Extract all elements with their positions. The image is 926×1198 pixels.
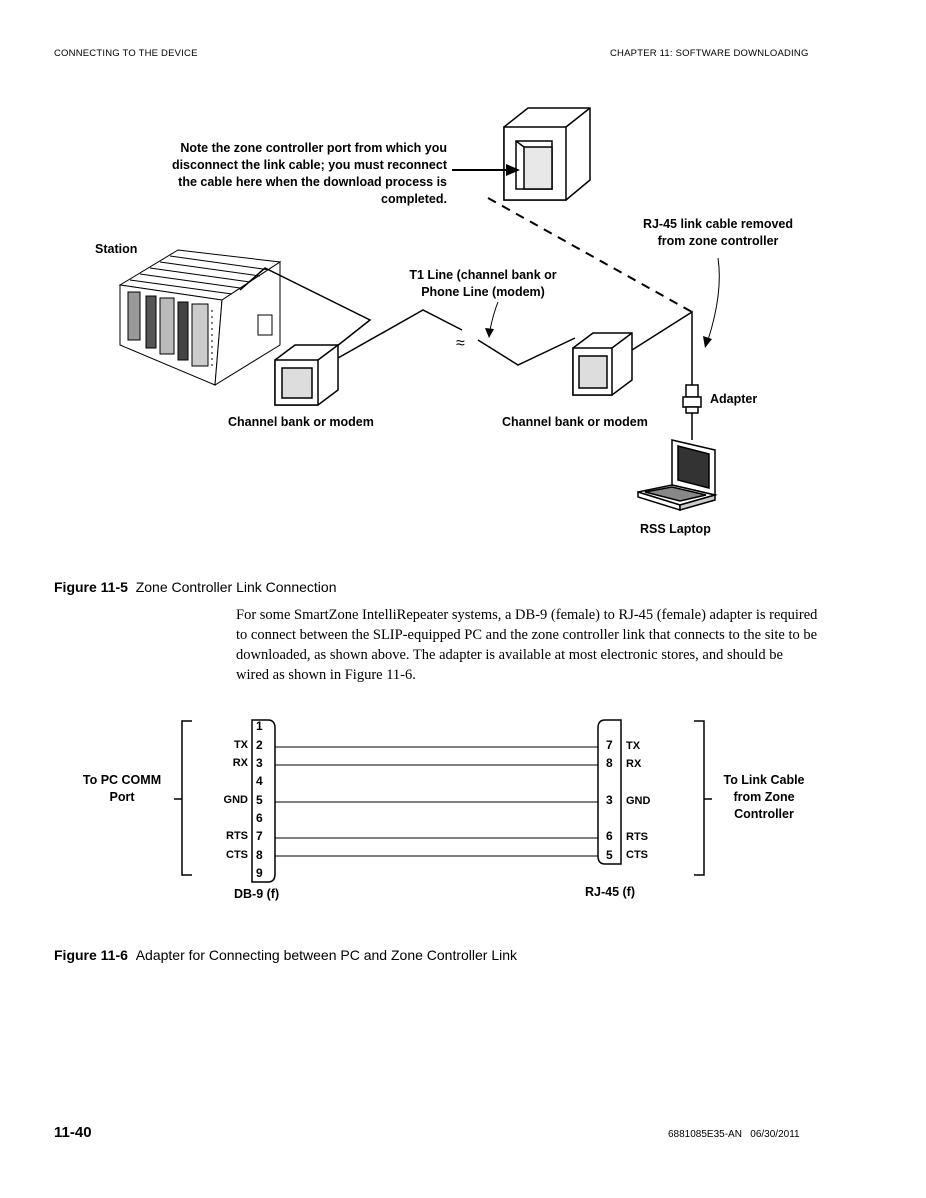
db9-connector [251,719,276,883]
link-cable-label: To Link Cable from Zone Controller [712,772,816,823]
channel-bank-right-label: Channel bank or modem [502,415,648,429]
note-line: the cable here when the download process… [178,175,447,189]
rj45-pin: 5 [606,848,613,862]
body-paragraph: For some SmartZone IntelliRepeater syste… [236,607,818,683]
rj45-signal-cts: CTS [626,849,648,861]
line-break-symbol: ≈ [456,335,465,352]
rj45-pin: 3 [606,793,613,807]
db9-signal-rts: RTS [226,830,248,842]
channel-bank-left-label: Channel bank or modem [228,415,374,429]
document-id: 6881085E35-AN 06/30/2011 [668,1129,800,1140]
rj45-signal-tx: TX [626,740,641,752]
rj45-label-line: RJ-45 link cable removed [642,217,794,231]
caption-text: Zone Controller Link Connection [135,579,337,595]
rj45-pin: 8 [606,756,613,770]
pc-label-line: To PC COMM [82,773,162,787]
note-line: disconnect the link cable; you must reco… [171,158,447,172]
link-label-line: To Link Cable [723,773,805,787]
t1-label-line: Phone Line (modem) [421,285,545,299]
caption-number: Figure 11-5 [54,579,128,595]
t1-label: T1 Line (channel bank or Phone Line (mod… [390,267,576,301]
caption-number: Figure 11-6 [54,947,128,963]
rj45-signal-rts: RTS [626,831,648,843]
link-label-line: from Zone [733,790,795,804]
note-label: Note the zone controller port from which… [120,140,447,208]
db9-pin: 2 [256,738,263,752]
rj45-label: RJ-45 (f) [585,885,636,899]
link-label-line: Controller [734,807,794,821]
station-rack-icon [118,249,282,386]
pc-comm-port-label: To PC COMM Port [70,772,174,806]
db9-pin: 9 [256,866,263,880]
db9-signal-gnd: GND [223,794,248,806]
db9-pin: 4 [256,774,263,788]
t1-line [337,309,463,359]
right-modem-icon [572,332,633,396]
left-bracket [181,720,192,876]
zone-controller-diagram: ≈ [118,107,720,512]
db9-pin: 6 [256,811,263,825]
db9-signal-cts: CTS [226,849,248,861]
db9-pin: 5 [256,793,263,807]
rj45-signal-gnd: GND [626,795,651,807]
station-label: Station [95,242,138,256]
note-line: Note the zone controller port from which… [180,141,447,155]
rss-laptop-label: RSS Laptop [640,522,711,536]
left-modem-icon [274,344,339,406]
rj45-pointer [707,257,720,341]
running-header-left: Connecting to the Device [54,48,198,59]
db9-pin: 7 [256,829,263,843]
page-number: 11-40 [54,1124,92,1141]
figure-11-5-caption: Figure 11-5 Zone Controller Link Connect… [54,579,336,595]
zone-controller-icon [503,107,591,201]
db9-signal-tx: TX [233,739,248,751]
adapter-label: Adapter [710,392,758,406]
rj45-pin: 6 [606,829,613,843]
adapter-icon [682,384,702,440]
figure-11-6-caption: Figure 11-6 Adapter for Connecting betwe… [54,947,517,963]
db9-label: DB-9 (f) [234,887,280,901]
db9-pin: 3 [256,756,263,770]
station-cable [239,267,372,351]
removed-cable-dashed-line [487,197,693,313]
db9-signal-rx: RX [232,757,248,769]
link-cable [631,310,693,385]
adapter-wiring-diagram [174,719,712,883]
db9-pin: 1 [256,719,263,733]
rj45-pin: 7 [606,738,613,752]
wires [275,746,598,857]
laptop-icon [637,439,718,512]
t1-label-line: T1 Line (channel bank or [409,268,557,282]
rj45-removed-label: RJ-45 link cable removed from zone contr… [628,216,808,250]
right-bracket [694,720,705,876]
t1-pointer [489,301,499,331]
rj45-label-line: from zone controller [657,234,779,248]
rj45-signal-rx: RX [626,758,642,770]
note-line: completed. [381,192,447,206]
db9-pin: 8 [256,848,263,862]
running-header-right: Chapter 11: Software Downloading [610,48,809,59]
pc-label-line: Port [109,790,135,804]
caption-text: Adapter for Connecting between PC and Zo… [135,947,518,963]
